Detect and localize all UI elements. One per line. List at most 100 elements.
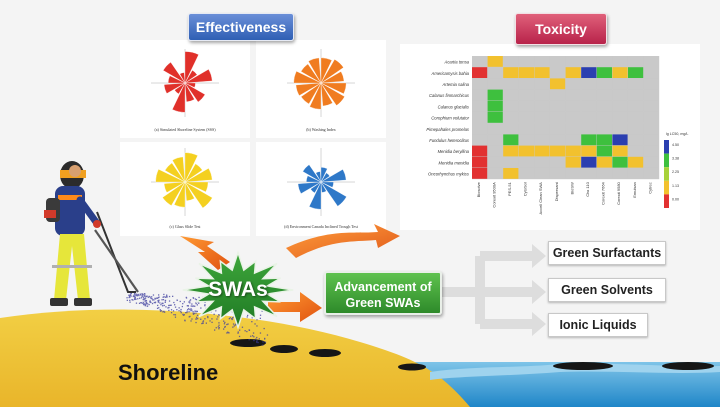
spray-dot xyxy=(238,335,241,338)
rose-wedge xyxy=(184,69,213,84)
spray-dot xyxy=(160,304,162,306)
heatmap-cell xyxy=(518,134,534,146)
spray-dot xyxy=(253,339,255,342)
heatmap-row-label: Pimepahales promelas xyxy=(426,127,470,132)
heatmap-cell xyxy=(612,56,628,67)
heatmap-col-label: CytoSol xyxy=(523,182,528,196)
spray-dot xyxy=(195,302,197,304)
spray-dot xyxy=(195,318,197,320)
spray-dot xyxy=(262,341,264,343)
rose-wedge xyxy=(172,82,186,113)
spray-dot xyxy=(218,328,220,330)
spray-dot xyxy=(144,294,146,296)
heatmap-cell xyxy=(596,145,612,157)
spray-dot xyxy=(176,309,178,311)
spray-dot xyxy=(143,298,145,300)
rose-wedge xyxy=(172,156,186,183)
spray-dot xyxy=(140,302,142,304)
spray-dot xyxy=(173,314,175,316)
heatmap-cell xyxy=(643,145,659,157)
heatmap-cell xyxy=(596,100,612,112)
heatmap-cell xyxy=(643,100,659,112)
legend-swatch xyxy=(664,153,669,168)
heatmap-cell xyxy=(581,100,597,112)
spray-dot xyxy=(253,336,255,338)
spray-dot xyxy=(162,302,164,304)
spray-dot xyxy=(183,314,185,316)
spray-dot xyxy=(149,301,151,303)
rose-wedge xyxy=(184,181,195,201)
heatmap-cell xyxy=(503,112,519,123)
spray-dot xyxy=(135,293,137,295)
spray-dot xyxy=(179,300,181,303)
heatmap-cell xyxy=(628,89,644,101)
heatmap-col-label: Corexit 7664 xyxy=(601,181,606,204)
spray-dot xyxy=(157,304,159,307)
heatmap-cell xyxy=(503,123,519,134)
heatmap-cell xyxy=(596,78,612,90)
heatmap-cell xyxy=(534,168,550,179)
spray-dot xyxy=(168,295,171,298)
heatmap-cell xyxy=(487,67,503,78)
spray-dot xyxy=(264,341,267,343)
heatmap-cell xyxy=(581,156,597,168)
spray-dot xyxy=(139,297,141,299)
rose-wedge xyxy=(184,82,196,88)
rose-chart-b: (b) Washing Index xyxy=(287,49,355,132)
rose-wedge xyxy=(320,82,347,94)
spray-dot xyxy=(218,322,220,324)
spray-dot xyxy=(147,303,149,305)
spray-dot xyxy=(180,312,182,314)
heatmap-cell xyxy=(581,123,597,134)
spray-dot xyxy=(217,316,219,318)
spray-dot xyxy=(207,316,209,319)
spray-dot xyxy=(176,299,178,301)
spray-dot xyxy=(134,298,136,300)
spray-dot xyxy=(166,296,168,298)
spray-dot xyxy=(145,301,148,303)
rose-wedge xyxy=(162,181,186,206)
spray-dot xyxy=(223,328,225,330)
heatmap-cell xyxy=(550,112,566,123)
heatmap-col-label: Corexit 9500A xyxy=(491,182,496,208)
spray-dot xyxy=(215,327,217,329)
spray-dot xyxy=(197,318,199,320)
rose-wedge xyxy=(155,169,186,183)
heatmap-col-label: Corexit 9580 xyxy=(616,181,621,204)
spray-dot xyxy=(186,311,188,314)
heatmap-cell xyxy=(643,56,659,67)
spray-dot xyxy=(214,329,216,331)
heatmap-cell xyxy=(565,89,581,101)
spray-dot xyxy=(191,309,193,311)
spray-dot xyxy=(150,301,152,304)
heatmap-cell xyxy=(518,78,534,90)
heatmap-cell xyxy=(581,145,597,157)
spray-dot xyxy=(189,299,192,301)
heatmap-cell xyxy=(472,112,488,123)
spray-dot xyxy=(224,326,226,328)
heatmap-cell xyxy=(487,156,503,168)
spray-dot xyxy=(159,309,161,311)
heatmap-cell xyxy=(565,134,581,146)
spray-dot xyxy=(172,310,175,312)
heatmap-cell xyxy=(534,56,550,67)
spray-dot xyxy=(151,296,153,298)
spray-dot xyxy=(156,307,159,309)
spray-dot xyxy=(226,323,228,326)
spray-dot xyxy=(196,314,199,316)
spray-dot xyxy=(133,294,135,297)
rose-wedge xyxy=(162,61,186,84)
legend-value: 3.38 xyxy=(672,157,679,161)
rose-wedge xyxy=(295,82,322,96)
spray-dot xyxy=(195,302,197,305)
heatmap-cell xyxy=(612,78,628,90)
spray-dot xyxy=(201,322,203,325)
heatmap-row-label: Artemia salina xyxy=(441,82,469,87)
spray-dot xyxy=(164,296,167,298)
spray-dot xyxy=(250,335,252,337)
heatmap-cell xyxy=(534,112,550,123)
heatmap-cell xyxy=(550,100,566,112)
spray-dot xyxy=(232,326,234,328)
spray-dot xyxy=(191,318,193,320)
